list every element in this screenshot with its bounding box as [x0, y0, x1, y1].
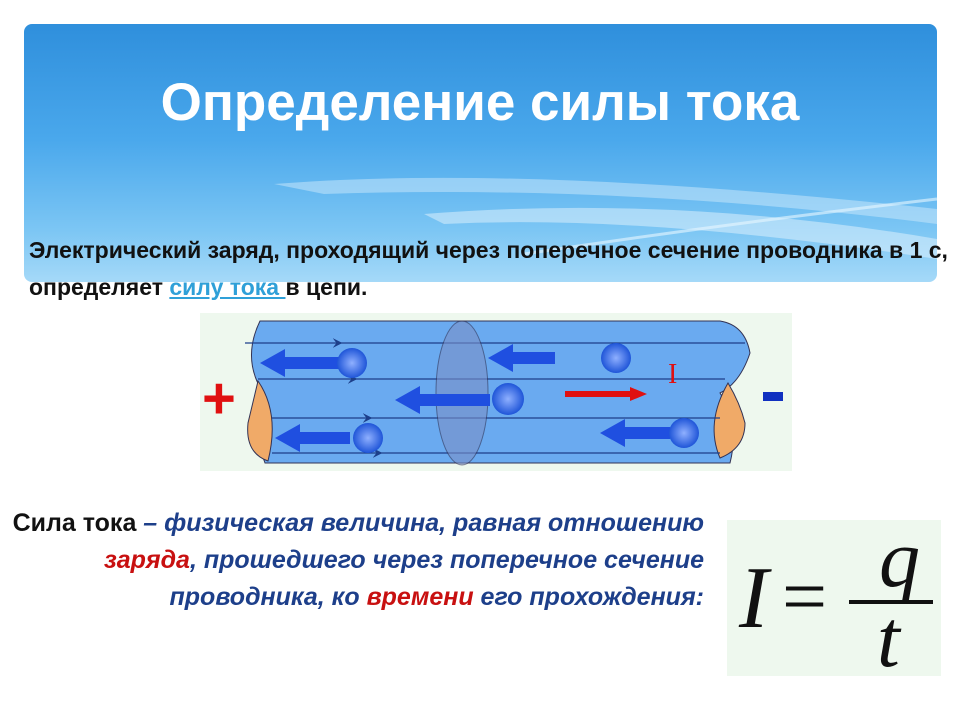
cross-section	[435, 320, 489, 466]
fraction-bar	[849, 600, 933, 604]
intro-text-end: в цепи.	[285, 274, 368, 300]
charge-word: заряда	[103, 546, 190, 574]
current-label: I	[668, 359, 677, 390]
definition-text: – физическая величина, равная отношению	[136, 509, 704, 537]
formula-numerator: q	[879, 513, 920, 604]
definition-text-2: , прошедшего через поперечное сечение пр…	[169, 546, 704, 611]
definition-text-3: его прохождения:	[473, 583, 704, 611]
electrons	[260, 343, 699, 453]
definition-term: Сила тока	[12, 509, 137, 537]
formula-denominator: t	[877, 593, 900, 684]
conductor-diagram: I +	[200, 313, 792, 471]
plus-sign: +	[202, 366, 236, 431]
intro-paragraph: Электрический заряд, проходящий через по…	[29, 232, 960, 306]
time-word: времени	[366, 583, 474, 611]
definition-paragraph: Сила тока – физическая величина, равная …	[4, 505, 704, 616]
title-banner	[24, 24, 937, 282]
left-terminal	[247, 379, 273, 462]
current-formula: I = q t	[727, 513, 941, 684]
formula-lhs: I	[739, 550, 769, 647]
slide-title: Определение силы тока	[160, 73, 800, 132]
banner-waves	[274, 177, 937, 259]
minus-sign	[763, 392, 783, 401]
intro-text: Электрический заряд, проходящий через по…	[29, 237, 948, 300]
current-strength-link[interactable]: силу тока	[169, 274, 286, 300]
current-arrow	[565, 387, 647, 401]
right-terminal	[713, 382, 746, 459]
formula-equals: =	[782, 553, 828, 641]
